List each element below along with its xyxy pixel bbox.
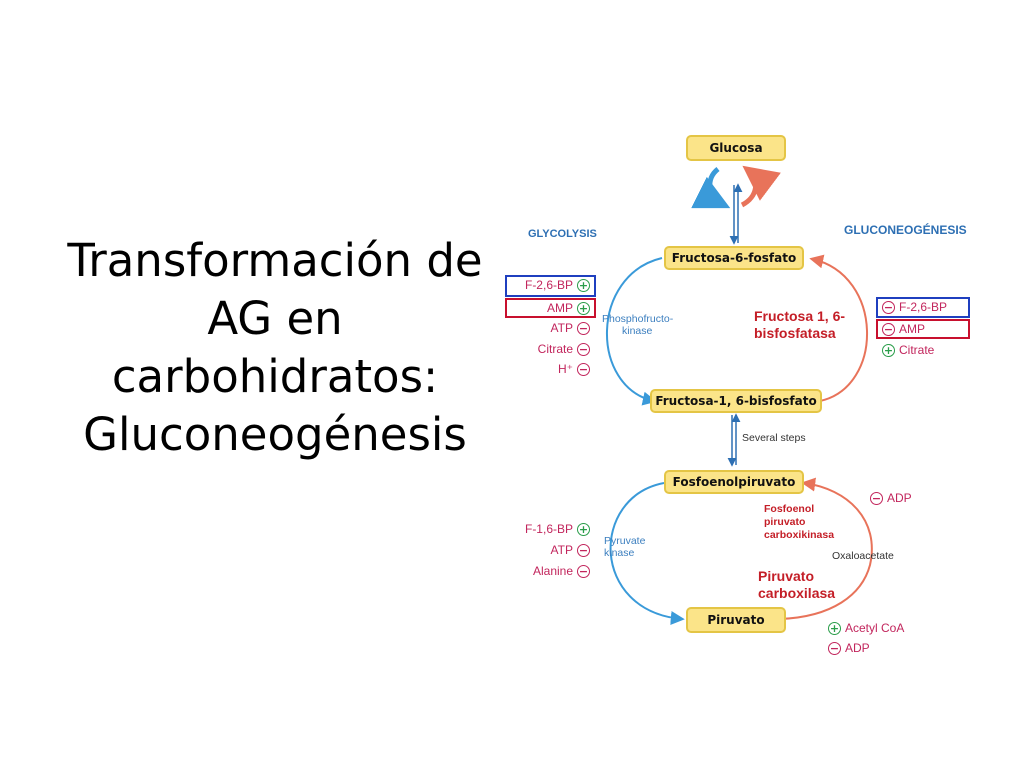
- highlight-f26bp-pfk: [505, 275, 596, 297]
- inhibitor-minus-icon: −: [870, 491, 883, 505]
- several-steps-label: Several steps: [742, 432, 806, 444]
- glycolysis-lower-arc: [609, 482, 685, 625]
- fbpase-effector: − AMP: [882, 322, 926, 336]
- title-line-2: AG en: [207, 292, 343, 345]
- gluconeogenesis-lower-arc: [779, 477, 873, 620]
- fructose-1-6-bisphosphate-box: Fructosa-1, 6-bisfosfato: [650, 389, 822, 413]
- inhibitor-minus-icon: −: [577, 543, 590, 557]
- pk-effector: Alanine −: [532, 564, 590, 578]
- highlight-amp-fbpase: [876, 319, 970, 339]
- oxaloacetate-label: Oxaloacetate: [832, 550, 894, 562]
- title-line-4: Gluconeogénesis: [83, 408, 467, 461]
- title-line-3: carbohidratos:: [111, 350, 439, 403]
- title-line-1: Transformación de: [67, 234, 483, 287]
- activator-plus-icon: +: [577, 522, 590, 536]
- pfk-effector: Citrate −: [537, 342, 590, 356]
- activator-plus-icon: +: [828, 621, 841, 635]
- fbpase-label: Fructosa 1, 6- bisfosfatasa: [754, 308, 846, 341]
- fructose-6-phosphate-box: Fructosa-6-fosfato: [664, 246, 804, 270]
- activator-plus-icon: +: [882, 343, 895, 357]
- glycolysis-upper-arc: [606, 257, 663, 406]
- pfk-effector: AMP +: [546, 301, 590, 315]
- pepck-label: Fosfoenol piruvato carboxikinasa: [764, 503, 835, 541]
- glucose-blue-curve: [691, 167, 731, 209]
- pc-label: Piruvato carboxilasa: [758, 568, 836, 601]
- gluconeogenesis-upper-arc: [809, 254, 868, 402]
- pfk-effector: F-2,6-BP +: [524, 278, 590, 292]
- highlight-f26bp-fbpase: [876, 297, 970, 318]
- pfk-effector: ATP −: [550, 321, 590, 335]
- pathway-arrows: [606, 165, 873, 625]
- inhibitor-minus-icon: −: [577, 362, 590, 376]
- inhibitor-minus-icon: −: [577, 564, 590, 578]
- phosphoenolpyruvate-box: Fosfoenolpiruvato: [664, 470, 804, 494]
- activator-plus-icon: +: [577, 301, 590, 315]
- pepck-effector: − ADP: [870, 491, 912, 505]
- inhibitor-minus-icon: −: [882, 300, 895, 314]
- inhibitor-minus-icon: −: [828, 641, 841, 655]
- pc-effector: + Acetyl CoA: [828, 621, 905, 635]
- pfk-effector: H⁺ −: [558, 362, 590, 376]
- fbpase-effector: − F-2,6-BP: [882, 300, 948, 314]
- glucose-red-curve: [740, 165, 781, 208]
- pc-effector: − ADP: [828, 641, 870, 655]
- gluconeogenesis-diagram: GLYCOLYSIS GLUCONEOGÉNESIS Glucosa Fruct…: [502, 125, 1002, 665]
- pk-effector: F-1,6-BP +: [524, 522, 590, 536]
- pk-effector: ATP −: [550, 543, 590, 557]
- inhibitor-minus-icon: −: [577, 342, 590, 356]
- pyruvate-box: Piruvato: [686, 607, 786, 633]
- fbpase-effector: + Citrate: [882, 343, 935, 357]
- pk-label: Pyruvate kinase: [604, 535, 646, 559]
- inhibitor-minus-icon: −: [577, 321, 590, 335]
- inhibitor-minus-icon: −: [882, 322, 895, 336]
- pfk-label: Phosphofructo- kinase: [602, 313, 674, 337]
- slide-title: Transformación de AG en carbohidratos: G…: [40, 232, 510, 464]
- activator-plus-icon: +: [577, 278, 590, 292]
- glucose-box: Glucosa: [686, 135, 786, 161]
- glycolysis-header: GLYCOLYSIS: [528, 228, 597, 240]
- gluconeogenesis-header: GLUCONEOGÉNESIS: [844, 223, 967, 237]
- highlight-amp-pfk: [505, 298, 596, 318]
